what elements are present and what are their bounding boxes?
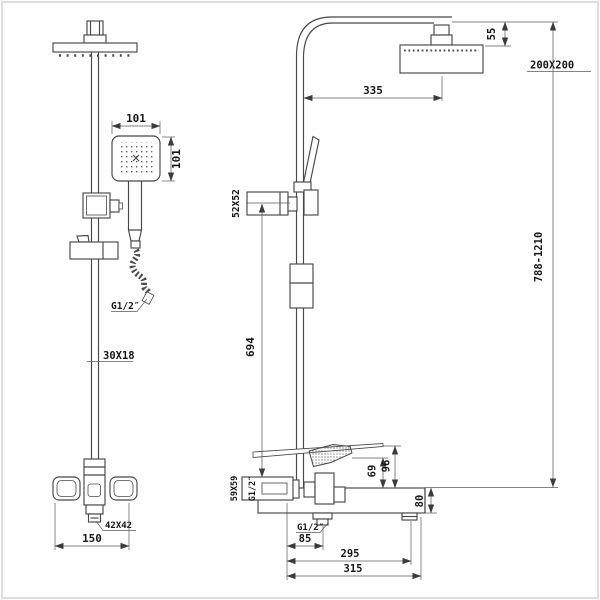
mixer-valve-front [52,458,138,523]
dim-overall-reach: 315 [344,563,363,575]
mixer-valve-side [241,443,426,526]
holder-block-front [69,234,119,260]
dim-column-length: 694 [244,337,257,357]
riser-lever-side [293,135,320,193]
lever-knob-hatched [308,443,353,468]
front-dimensions: 101 101 G1/2″ 30X18 42X42 150 [54,112,183,550]
dim-valve-width: 150 [82,532,102,545]
side-view: 335 55 200X200 52X52 694 788- [230,16,591,580]
label-outlet-thread: G1/2″ [297,523,324,533]
dim-lever-top-height: 96 [381,460,393,473]
overhead-shower-front [52,20,138,57]
label-cartridge-size: 42X42 [105,521,132,531]
dim-spout-reach: 295 [341,548,360,560]
dim-outlet-offset: 85 [299,533,312,545]
slider-bracket-front [82,192,123,219]
dim-hand-shower-width: 101 [126,112,146,125]
dim-hand-shower-height: 101 [170,149,183,169]
hand-shower-front [111,135,161,249]
label-pipe-section: 30X18 [103,350,135,362]
side-riser-pipe [295,16,452,488]
label-holder-size: 52X52 [231,189,242,218]
slider-block-side [289,263,314,309]
overhead-shower-side [399,24,484,74]
diverter-body [314,472,335,505]
side-dimensions: 335 55 200X200 52X52 694 788- [230,21,591,580]
front-view: 101 101 G1/2″ 30X18 42X42 150 [52,20,183,550]
dim-height-range: 788-1210 [533,232,545,283]
label-hose-thread: G1/2″ [111,301,140,312]
face-center-mark [132,154,140,162]
dim-spout-top-height: 69 [367,465,379,478]
spout-front [85,504,104,515]
label-mount-size: 59X59 [230,476,240,502]
dim-arm-offset: 335 [363,84,383,97]
dim-head-drop: 55 [486,28,498,41]
hose-outlet-nub [312,512,333,520]
label-head-size: 200X200 [530,60,574,72]
shower-hose-coil [129,248,155,305]
holder-side [246,189,319,216]
dim-body-height: 80 [414,495,426,508]
label-mount-thread: G1/2″ [248,476,258,502]
